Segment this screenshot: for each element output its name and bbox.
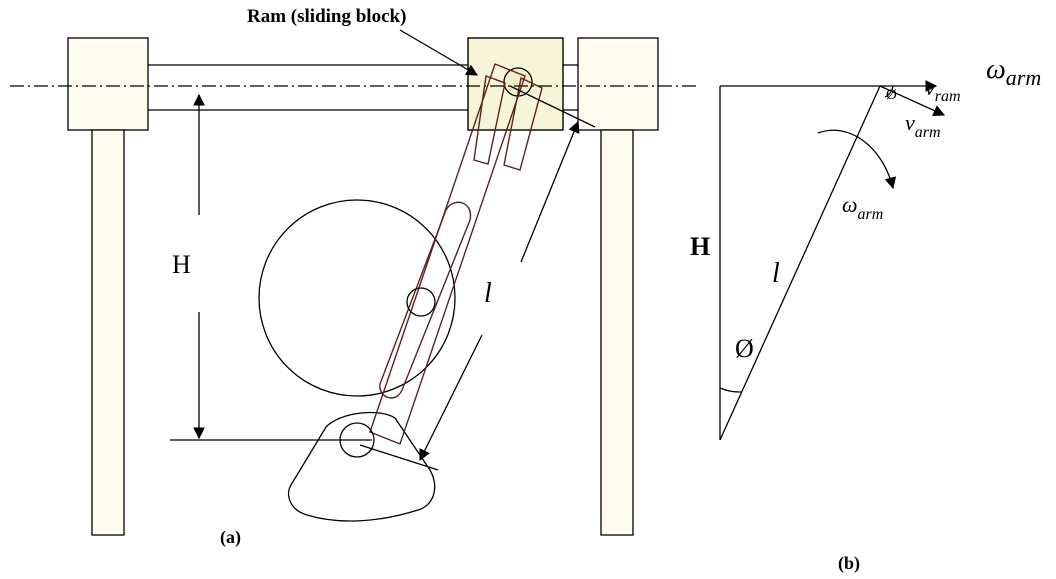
top-angle-label: Ø	[886, 87, 897, 103]
pivot-base	[287, 411, 436, 522]
ram-label-leader	[399, 29, 479, 76]
right-support	[577, 37, 659, 536]
l-base-tick	[359, 444, 439, 471]
caption-b: (b)	[838, 553, 860, 574]
omega-arm-label: ωarm	[842, 192, 883, 223]
ram-label: Ram (sliding block)	[247, 6, 406, 27]
l-dimension	[419, 85, 596, 462]
crank-disk	[258, 199, 456, 397]
l-label-b: l	[772, 258, 780, 289]
omega-arm-arrow	[817, 129, 897, 190]
figure-a: Ram (sliding block) H l (a)	[10, 6, 700, 548]
angle-label-b: Ø	[735, 334, 754, 363]
caption-a: (a)	[220, 527, 241, 548]
figure-b: H l Ø Ø vram ωarm varm ωarm (b)	[690, 54, 1041, 574]
slotted-arm	[369, 63, 543, 445]
h-label-a: H	[172, 250, 191, 279]
v-ram-label: vram	[925, 75, 961, 105]
omega-arm-top-label: ωarm	[986, 54, 1041, 90]
guide-rails	[148, 64, 578, 111]
crank-pin	[406, 287, 436, 317]
velocity-triangle	[719, 85, 894, 441]
v-arm-arrow	[879, 85, 946, 116]
h-label-b: H	[690, 232, 710, 261]
v-arm-label: varm	[905, 110, 941, 141]
left-support	[67, 37, 149, 536]
l-label-a: l	[484, 278, 492, 309]
ram-sliding-block	[467, 37, 564, 131]
